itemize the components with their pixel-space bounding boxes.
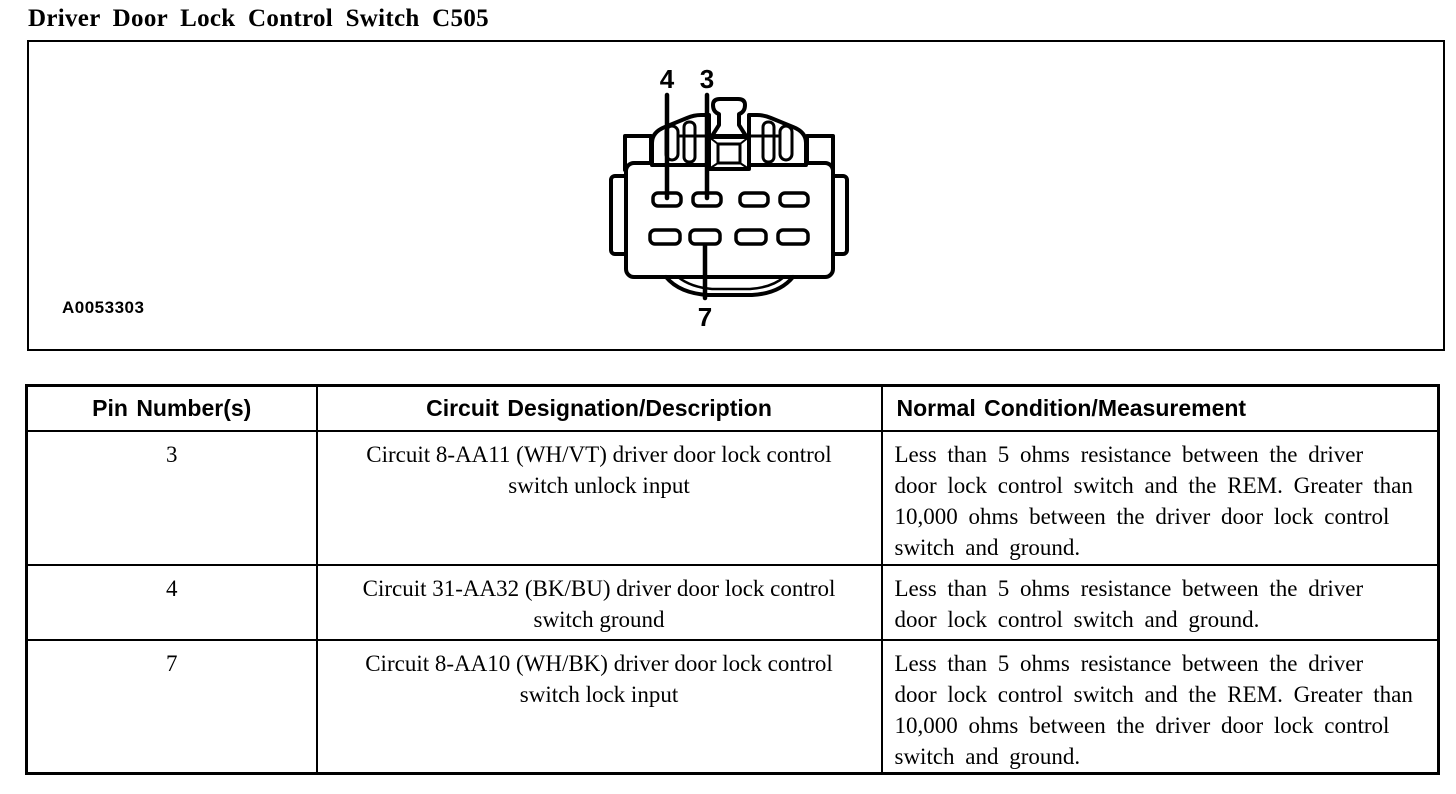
header-pin-numbers: Pin Number(s) [25, 384, 318, 432]
pin-callout-7: 7 [698, 302, 712, 332]
table-row-pin-4: 4 Circuit 31-AA32 (BK/BU) driver door lo… [25, 564, 1440, 641]
header-circuit-designation: Circuit Designation/Description [315, 384, 883, 432]
connector-body [624, 161, 835, 279]
pin-number-cell: 7 [25, 639, 318, 775]
page-title: Driver Door Lock Control Switch C505 [28, 5, 489, 32]
pin-number-cell: 4 [25, 564, 318, 641]
shoulder-slot [682, 120, 697, 164]
circuit-cell: Circuit 8-AA11 (WH/VT) driver door lock … [315, 430, 883, 566]
condition-cell: Less than 5 ohms resistance between the … [880, 430, 1440, 566]
pin-slot-bottom-2 [688, 228, 722, 246]
condition-cell: Less than 5 ohms resistance between the … [880, 639, 1440, 775]
pin-slot-bottom-3 [734, 228, 768, 246]
circuit-cell: Circuit 31-AA32 (BK/BU) driver door lock… [315, 564, 883, 641]
connector-right-shoulder [747, 113, 808, 167]
header-normal-condition: Normal Condition/Measurement [880, 384, 1440, 432]
figure-id-label: A0053303 [62, 298, 145, 317]
connector-left-shoulder [650, 113, 711, 167]
circuit-text: Circuit 31-AA32 (BK/BU) driver door lock… [362, 576, 836, 632]
pin-slot-top-3 [738, 191, 770, 208]
connector-figure-box: 4 3 7 A0053303 [27, 40, 1445, 351]
pin-slot-bottom-4 [776, 228, 810, 246]
pin-callout-3: 3 [700, 64, 714, 94]
condition-cell: Less than 5 ohms resistance between the … [880, 564, 1440, 641]
table-header-row: Pin Number(s) Circuit Designation/Descri… [25, 384, 1440, 432]
shoulder-slot [761, 120, 776, 164]
pin-callout-4: 4 [660, 64, 675, 94]
table-row-pin-7: 7 Circuit 8-AA10 (WH/BK) driver door loc… [25, 639, 1440, 775]
connector-bottom-indent [664, 275, 795, 297]
circuit-text: Circuit 8-AA10 (WH/BK) driver door lock … [365, 651, 833, 707]
connector-line-art: 4 3 7 [609, 64, 849, 332]
connector-diagram: 4 3 7 [609, 64, 849, 332]
pin-slot-bottom-1 [648, 228, 682, 246]
shoulder-slot [778, 124, 794, 162]
latch-window-inner [716, 142, 742, 165]
latch-tab [710, 97, 748, 138]
pin-table: Pin Number(s) Circuit Designation/Descri… [25, 384, 1440, 775]
latch-window-bevel [708, 136, 750, 170]
circuit-text: Circuit 8-AA11 (WH/VT) driver door lock … [366, 442, 832, 498]
pin-number-cell: 3 [25, 430, 318, 566]
pin-slot-top-4 [778, 191, 810, 208]
table-row-pin-3: 3 Circuit 8-AA11 (WH/VT) driver door loc… [25, 430, 1440, 566]
connector-bottom-indent-inner [676, 275, 786, 291]
circuit-cell: Circuit 8-AA10 (WH/BK) driver door lock … [315, 639, 883, 775]
